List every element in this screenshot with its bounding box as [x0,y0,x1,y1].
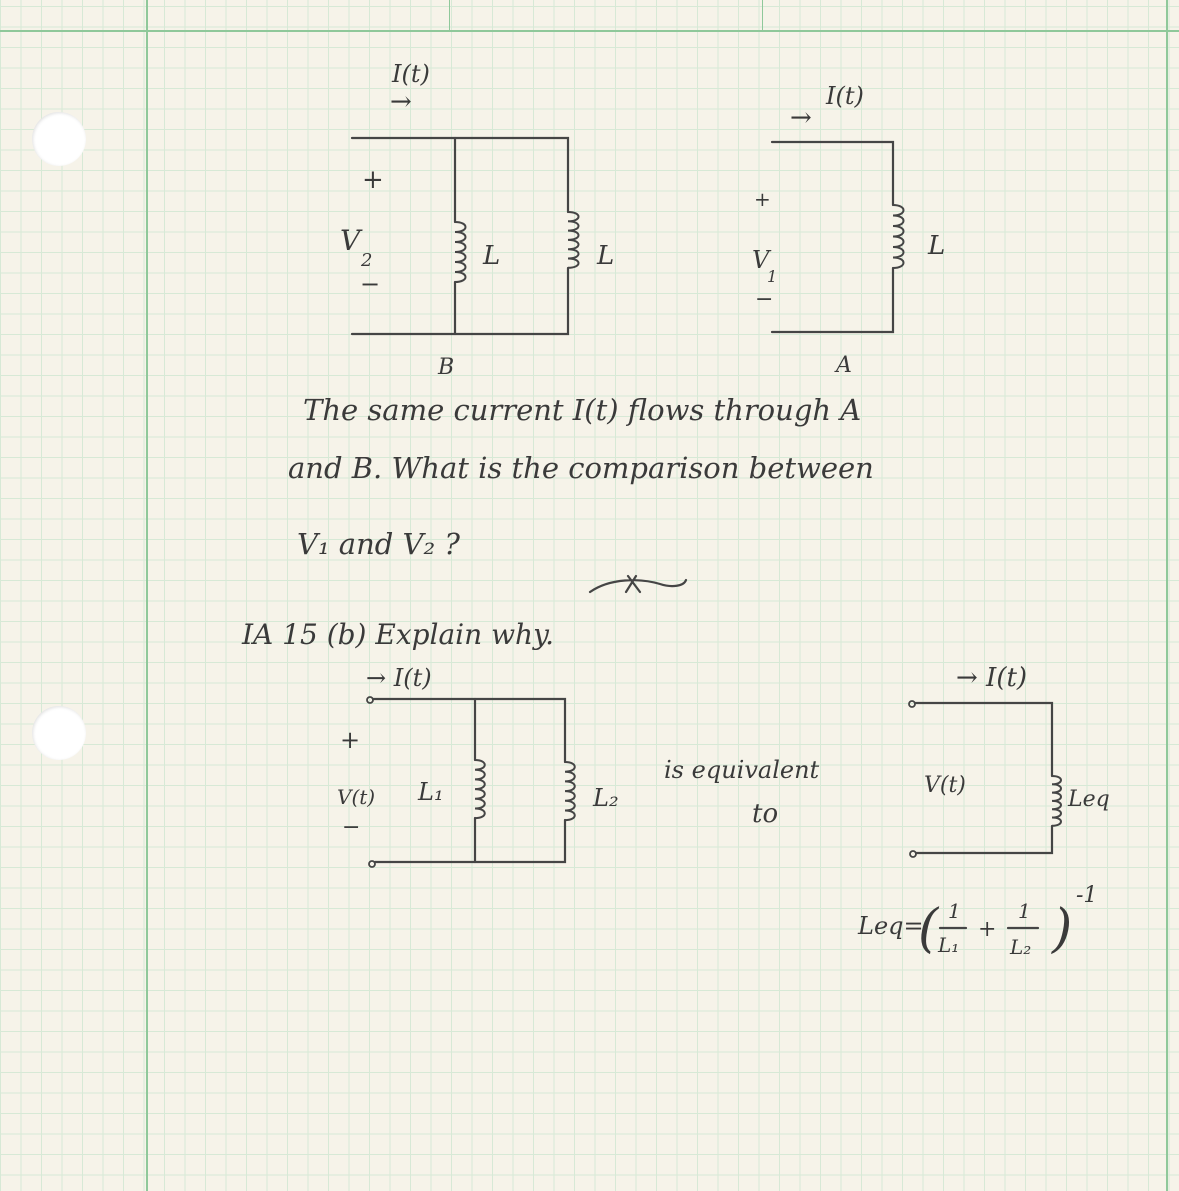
circuit-equivalent-voltage-label: V(t) [924,773,966,798]
circuit-parallel-plus: + [340,726,360,754]
circuit-b-inductor1-label: L [482,241,500,271]
circuit-a-name: A [834,353,852,378]
circuit-b-current-label: I(t) [391,60,430,88]
formula-lhs: Leq= [857,912,924,940]
circuit-equivalent-inductor [1051,775,1062,827]
header-divider-2 [762,0,763,30]
question-line-3: V₁ and V₂ ? [297,527,460,561]
circuit-a-current-arrow: → [790,103,812,133]
equivalence-text-line-2: to [752,799,778,829]
circuit-equivalent-current-label: → I(t) [956,663,1027,693]
circuit-parallel-top-terminal [366,696,374,704]
circuit-parallel-l1-label: L₁ [417,778,444,806]
left-margin-line [146,0,148,1191]
circuit-parallel-bottom-terminal [368,860,376,868]
circuit-b-minus: − [360,270,380,298]
circuit-b-top-wire [350,136,570,214]
formula-denominator-1: L₁ [937,933,959,957]
circuit-parallel-l2-label: L₂ [592,784,619,812]
binder-hole-middle [32,706,86,760]
formula-denominator-2: L₂ [1009,935,1031,959]
circuit-parallel: → I(t) + V(t) − L₁ L₂ [337,664,619,868]
binder-hole-top [32,112,86,166]
circuit-equivalent-inductor-label: Leq [1067,787,1110,812]
circuit-a-inductor-label: L [927,231,945,261]
circuit-parallel-current-label: → I(t) [366,664,432,692]
formula-close-paren: ) [1051,899,1072,959]
formula-numerator-1: 1 [948,899,961,923]
circuit-a-voltage-label: V [752,246,772,274]
circuit-a-minus: − [755,287,773,312]
circuit-a-bottom-wire [770,266,895,334]
circuit-a-plus: + [754,187,771,211]
formula-numerator-2: 1 [1018,899,1031,923]
header-divider-1 [449,0,450,30]
circuit-parallel-bottom-wire [373,818,567,864]
question-block: The same current I(t) flows through A an… [288,393,874,594]
circuit-b-voltage-sub: 2 [360,250,372,271]
circuit-b-voltage-label: V [340,224,363,257]
circuit-equivalent-top-wire [913,701,1054,778]
equivalence-text-line-1: is equivalent [664,756,820,784]
circuit-equivalent-bottom-wire [914,824,1054,855]
leq-formula: Leq= ( 1 L₁ + 1 L₂ ) -1 [857,883,1097,959]
circuit-equivalent: → I(t) V(t) Leq [908,663,1110,858]
circuit-a-voltage-sub: 1 [767,267,777,286]
formula-plus: + [978,917,996,942]
top-margin-line [0,30,1179,32]
formula-open-paren: ( [918,899,940,959]
circuit-a-current-label: I(t) [825,82,864,110]
circuit-b-current-arrow: → [390,87,412,117]
circuit-b-inductor2 [567,211,580,269]
circuit-a: I(t) → + V 1 − L A [752,82,945,378]
scribble-mark [588,574,688,594]
circuit-equivalent-top-terminal [908,700,916,708]
circuit-parallel-top-wire [371,697,567,764]
circuit-parallel-inductor-l1 [474,759,486,820]
circuit-parallel-voltage-label: V(t) [337,785,375,809]
circuit-parallel-minus: − [342,815,360,840]
circuit-a-inductor [892,204,905,269]
circuit-b-plus: + [362,165,384,195]
right-margin-line [1166,0,1168,1191]
circuit-equivalent-bottom-terminal [909,850,917,858]
circuit-parallel-inductor-l2 [564,761,576,822]
circuit-b-inductor2-label: L [596,241,614,271]
formula-exponent: -1 [1076,883,1097,908]
circuit-a-top-wire [770,140,895,207]
part-b-header: IA 15 (b) Explain why. [241,618,554,651]
circuit-b-inductor1 [454,221,467,283]
circuit-b-name: B [437,355,454,380]
question-line-1: The same current I(t) flows through A [303,393,861,427]
circuit-b-bottom-wire [350,266,570,336]
question-line-2: and B. What is the comparison between [288,451,874,485]
circuit-b: I(t) → + V 2 − L L B [340,60,614,380]
